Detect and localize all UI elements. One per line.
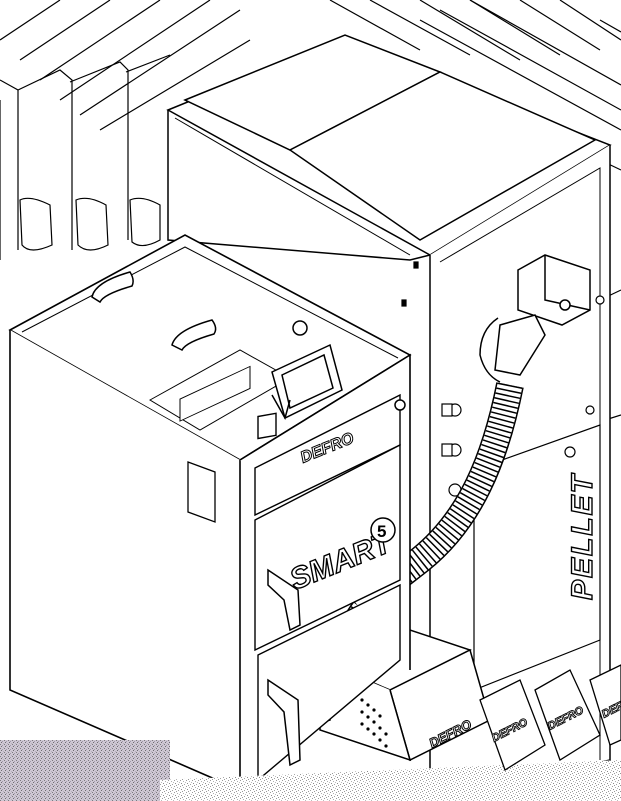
model-badge: 5	[370, 517, 396, 543]
boiler-side-panel	[187, 461, 216, 523]
feeder-motor	[479, 254, 591, 383]
control-panel	[271, 320, 406, 420]
hopper-window	[473, 424, 601, 691]
repeated-burners	[479, 664, 621, 771]
model-badge-number: 5	[377, 522, 386, 541]
hopper-label: PELLET	[566, 472, 599, 600]
burner-vent-grid	[360, 698, 388, 748]
door-handles	[267, 568, 301, 767]
lid-handles	[91, 271, 217, 352]
